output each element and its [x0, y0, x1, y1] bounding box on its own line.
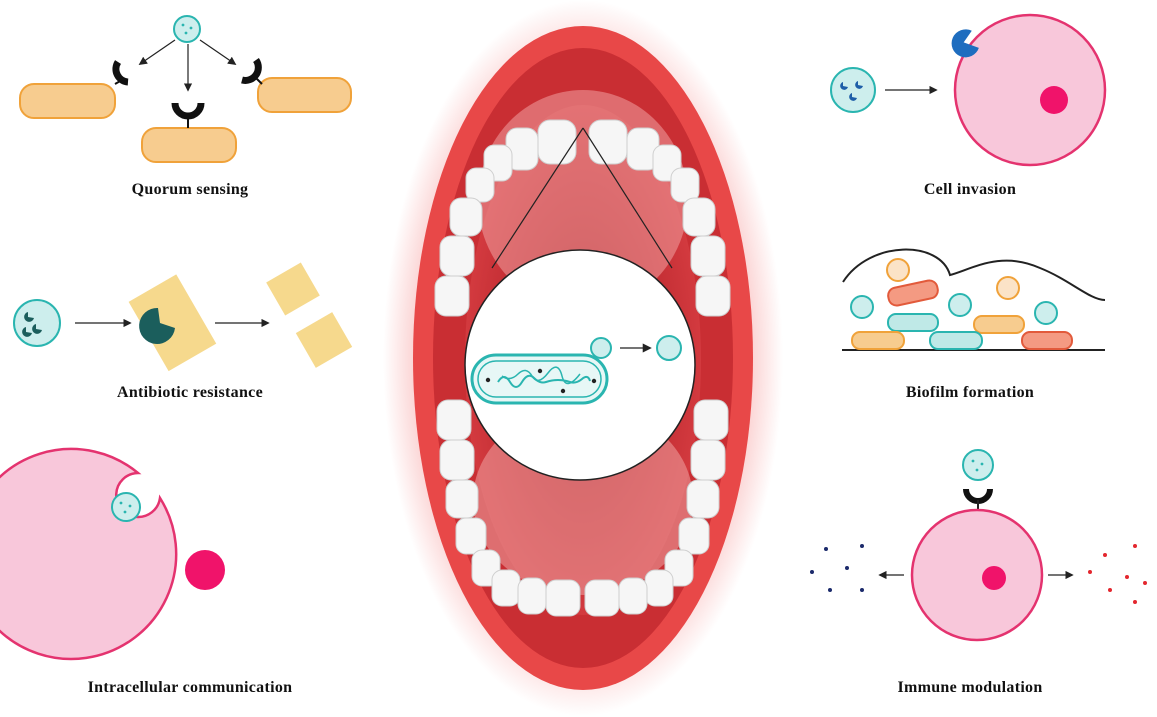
- intracellular-communication-panel: [0, 449, 225, 659]
- cell-invasion-panel: [831, 15, 1105, 165]
- antibiotic-fragment-icon: [266, 263, 320, 316]
- vesicle-icon: [963, 450, 993, 480]
- quorum-sensing-panel: [20, 16, 351, 162]
- host-cell-icon: [0, 449, 176, 659]
- vesicle-icon: [112, 493, 140, 521]
- biofilm-formation-label: Biofilm formation: [860, 384, 1080, 402]
- biofilm-formation-panel: [842, 250, 1105, 350]
- bacterium-icon: [258, 78, 351, 112]
- quorum-sensing-label: Quorum sensing: [80, 181, 300, 199]
- mouth-illustration: [383, 0, 783, 716]
- antibiotic-fragment-icon: [296, 312, 352, 368]
- cell-invasion-label: Cell invasion: [870, 181, 1070, 199]
- antibiotic-resistance-label: Antibiotic resistance: [80, 384, 300, 402]
- vesicle-icon: [174, 16, 200, 42]
- receptor-cup-icon: [966, 489, 990, 501]
- bacterium-icon: [142, 128, 236, 162]
- host-cell-icon: [912, 510, 1042, 640]
- host-cell-icon: [955, 15, 1105, 165]
- cytokine-dots-right: [1088, 544, 1147, 604]
- vesicle-icon: [14, 300, 60, 346]
- immune-modulation-label: Immune modulation: [860, 679, 1080, 697]
- nucleus-icon: [185, 550, 225, 590]
- receptor-cup-icon: [175, 103, 201, 128]
- bacterium-icon: [20, 84, 115, 118]
- receptor-cup-icon: [242, 60, 262, 84]
- nucleus-icon: [982, 566, 1006, 590]
- antibiotic-resistance-panel: [14, 263, 352, 372]
- intracellular-communication-label: Intracellular communication: [40, 679, 340, 697]
- immune-modulation-panel: [810, 450, 1147, 640]
- vesicle-icon: [831, 68, 875, 112]
- nucleus-icon: [1040, 86, 1068, 114]
- cytokine-dots-left: [810, 544, 864, 592]
- receptor-cup-icon: [115, 62, 128, 84]
